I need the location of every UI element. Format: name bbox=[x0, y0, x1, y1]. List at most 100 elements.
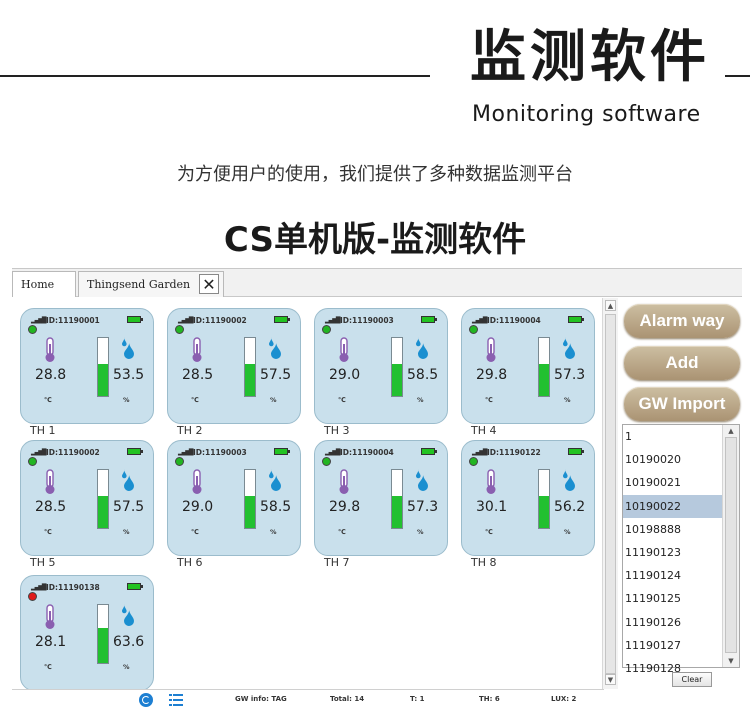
temperature-unit: ℃ bbox=[485, 528, 493, 536]
humidity-unit: % bbox=[564, 396, 571, 404]
status-dot bbox=[28, 457, 37, 466]
water-drop-icon bbox=[121, 336, 135, 360]
gateway-list-item[interactable]: 10190020 bbox=[625, 453, 681, 467]
temperature-value: 28.1 bbox=[35, 634, 67, 650]
gateway-list-item[interactable]: 10198888 bbox=[625, 522, 681, 536]
thermometer-icon bbox=[190, 469, 204, 495]
list-view-icon[interactable] bbox=[169, 694, 183, 706]
close-tab-icon[interactable]: ✕ bbox=[199, 274, 219, 294]
thermometer-icon bbox=[43, 469, 57, 495]
gateway-list-item[interactable]: 11190128 bbox=[625, 661, 681, 675]
clear-button[interactable]: Clear bbox=[672, 672, 712, 687]
signal-icon: ▂▄▆█ bbox=[31, 317, 47, 324]
humidity-bar bbox=[538, 337, 550, 397]
thermometer-icon bbox=[337, 337, 351, 363]
scroll-down-icon[interactable]: ▼ bbox=[605, 674, 616, 685]
device-id: ID:11190004 bbox=[487, 316, 541, 325]
temperature-value: 29.8 bbox=[329, 499, 361, 515]
humidity-bar-fill bbox=[539, 364, 549, 396]
temperature-unit: ℃ bbox=[338, 528, 346, 536]
humidity-bar-fill bbox=[98, 628, 108, 663]
gw-import-button[interactable]: GW Import bbox=[624, 387, 740, 421]
humidity-unit: % bbox=[564, 528, 571, 536]
gateway-list-item[interactable]: 10190022 bbox=[623, 494, 723, 518]
alarm-way-button[interactable]: Alarm way bbox=[624, 304, 740, 338]
lux-count: LUX: 2 bbox=[551, 695, 577, 703]
grid-scroll-thumb[interactable] bbox=[605, 314, 616, 674]
humidity-bar bbox=[97, 469, 109, 529]
thermometer-icon bbox=[337, 469, 351, 495]
hero-title: 监测软件 bbox=[470, 25, 710, 90]
device-id: ID:11190002 bbox=[46, 448, 100, 457]
list-scroll-up-icon[interactable]: ▲ bbox=[728, 427, 734, 435]
t-count: T: 1 bbox=[410, 695, 425, 703]
add-button[interactable]: Add bbox=[624, 346, 740, 380]
tab-bar: Home Thingsend Garden ✕ bbox=[12, 269, 742, 297]
humidity-value: 63.6 bbox=[113, 634, 145, 650]
gateway-list-item[interactable]: 11190125 bbox=[625, 592, 681, 606]
humidity-bar-fill bbox=[245, 364, 255, 396]
refresh-icon[interactable] bbox=[139, 693, 153, 707]
gateway-list-item[interactable]: 11190126 bbox=[625, 615, 681, 629]
gateway-list-scrollbar[interactable]: ▲ ▼ bbox=[722, 425, 739, 667]
humidity-value: 56.2 bbox=[554, 499, 586, 515]
status-dot bbox=[469, 457, 478, 466]
list-scroll-down-icon[interactable]: ▼ bbox=[728, 657, 734, 665]
device-name-label: TH 2 bbox=[177, 424, 203, 437]
list-scroll-thumb[interactable] bbox=[725, 437, 737, 653]
temperature-value: 28.5 bbox=[182, 367, 214, 383]
humidity-unit: % bbox=[123, 528, 130, 536]
battery-icon bbox=[127, 583, 143, 590]
signal-icon: ▂▄▆█ bbox=[178, 317, 194, 324]
device-name-label: TH 5 bbox=[30, 556, 56, 569]
humidity-bar bbox=[244, 469, 256, 529]
battery-icon bbox=[421, 448, 437, 455]
temperature-value: 28.8 bbox=[35, 367, 67, 383]
signal-icon: ▂▄▆█ bbox=[472, 449, 488, 456]
gateway-list-item[interactable]: 1 bbox=[625, 430, 632, 443]
gateway-list-item[interactable]: 10190021 bbox=[625, 476, 681, 490]
thermometer-icon bbox=[43, 337, 57, 363]
humidity-value: 53.5 bbox=[113, 367, 145, 383]
grid-scrollbar[interactable]: ▲ ▼ bbox=[602, 298, 618, 689]
humidity-unit: % bbox=[123, 663, 130, 671]
water-drop-icon bbox=[562, 468, 576, 492]
device-id: ID:11190003 bbox=[193, 448, 247, 457]
gateway-list-item[interactable]: 11190127 bbox=[625, 638, 681, 652]
humidity-value: 57.3 bbox=[407, 499, 439, 515]
humidity-value: 57.3 bbox=[554, 367, 586, 383]
total-count: Total: 14 bbox=[330, 695, 365, 703]
temperature-value: 30.1 bbox=[476, 499, 508, 515]
tab-garden-label: Thingsend Garden bbox=[87, 278, 191, 291]
temperature-unit: ℃ bbox=[44, 663, 52, 671]
tab-thingsend-garden[interactable]: Thingsend Garden ✕ bbox=[78, 271, 224, 297]
control-panel: Alarm way Add GW Import 1 10190020 1019002… bbox=[620, 298, 742, 709]
title-rule-left bbox=[0, 75, 430, 77]
humidity-unit: % bbox=[123, 396, 130, 404]
tab-home[interactable]: Home bbox=[12, 271, 76, 297]
signal-icon: ▂▄▆█ bbox=[31, 449, 47, 456]
section-title: CS单机版-监测软件 bbox=[223, 220, 527, 260]
temperature-unit: ℃ bbox=[338, 396, 346, 404]
device-id: ID:11190002 bbox=[193, 316, 247, 325]
device-name-label: TH 6 bbox=[177, 556, 203, 569]
humidity-bar-fill bbox=[98, 364, 108, 396]
gateway-list-item[interactable]: 11190123 bbox=[625, 545, 681, 559]
gateway-list[interactable]: 1 10190020 10190021 10190022 10198888 1119012… bbox=[622, 424, 740, 675]
humidity-value: 57.5 bbox=[113, 499, 145, 515]
signal-icon: ▂▄▆█ bbox=[178, 449, 194, 456]
status-dot bbox=[175, 325, 184, 334]
gateway-list-item[interactable]: 11190124 bbox=[625, 569, 681, 583]
scroll-up-icon[interactable]: ▲ bbox=[605, 300, 616, 311]
